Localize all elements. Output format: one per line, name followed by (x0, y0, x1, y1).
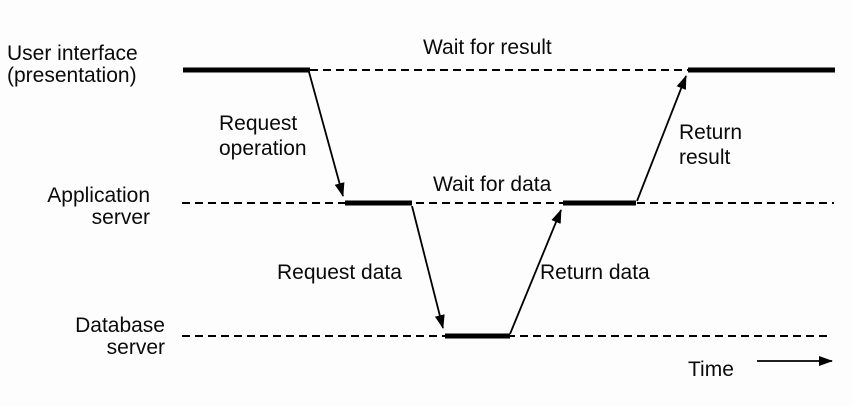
lane-label-user-interface: User interface (presentation) (7, 43, 138, 87)
arrow-label-return-result: Return result (679, 120, 742, 170)
lane-label-database-server-line1: Database (75, 314, 165, 337)
arrow-label-request-operation: Request operation (219, 111, 307, 161)
arrow-label-request-operation-line2: operation (219, 137, 307, 160)
annotation-wait-for-data: Wait for data (433, 173, 552, 196)
request-data-arrow (411, 205, 445, 329)
lane-label-application-server-line2: server (91, 206, 150, 229)
return-result-arrow (636, 75, 687, 202)
annotation-wait-for-result: Wait for result (423, 36, 552, 59)
lane-label-database-server-line2: server (106, 336, 165, 359)
return-data-arrow (509, 209, 562, 335)
arrow-label-request-operation-line1: Request (219, 112, 298, 135)
arrow-label-return-result-line1: Return (679, 121, 743, 144)
lane-label-user-interface-line1: User interface (7, 42, 138, 65)
lane-label-application-server: Application server (0, 185, 150, 229)
request-operation-arrow (308, 71, 345, 197)
lane-label-application-server-line1: Application (47, 184, 150, 207)
lane-label-database-server: Database server (0, 315, 165, 359)
arrow-label-return-data: Return data (540, 261, 650, 284)
lane-label-user-interface-line2: (presentation) (7, 64, 137, 87)
time-axis-label: Time (688, 358, 734, 381)
arrow-label-return-result-line2: result (679, 146, 731, 169)
arrow-label-request-data: Request data (277, 261, 402, 284)
